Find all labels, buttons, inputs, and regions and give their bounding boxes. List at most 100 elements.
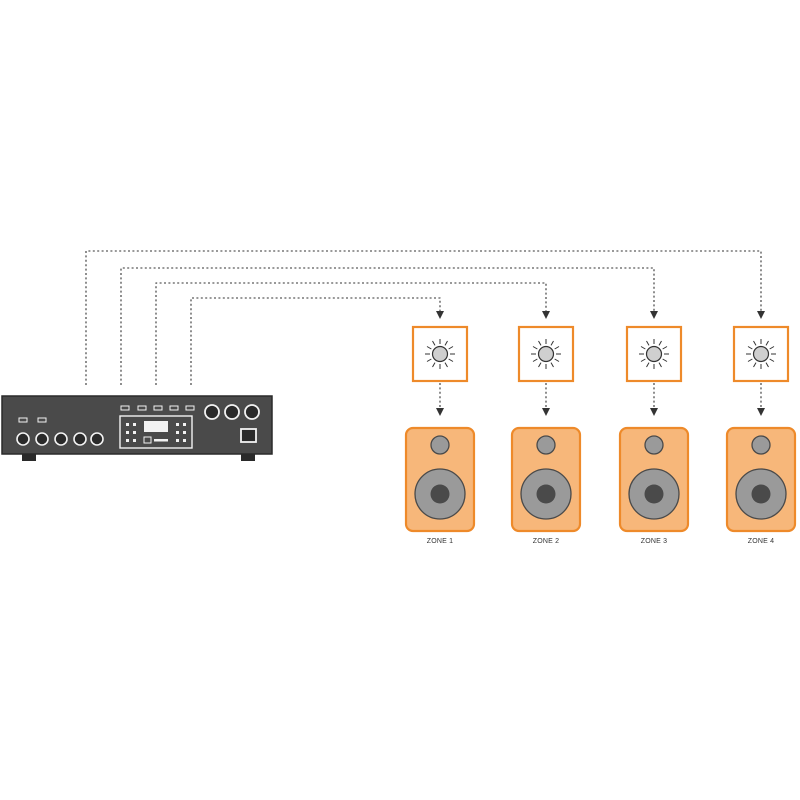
knob [73, 432, 87, 446]
light-sensor-icon [625, 325, 683, 383]
knob [204, 404, 220, 420]
wire-zone-3 [120, 267, 658, 385]
knob [54, 432, 68, 446]
wire-zone-4 [85, 250, 765, 385]
sensor-ray [448, 358, 454, 362]
zone-label: ZONE 2 [532, 538, 560, 545]
sensor-ray [753, 340, 757, 346]
light-sensor-icon [411, 325, 469, 383]
sensor-ray [747, 358, 753, 362]
master-knobs [204, 404, 260, 420]
zones [404, 325, 797, 533]
sensor-ray [640, 358, 646, 362]
sensor-ray [753, 362, 757, 368]
zone-button [137, 405, 147, 411]
sensor-ray [769, 346, 775, 350]
zone-3 [618, 325, 690, 533]
sensor-ray [765, 362, 769, 368]
zone-label: ZONE 4 [747, 538, 775, 545]
speaker-cabinet-icon [404, 426, 476, 533]
woofer-dust-cap [536, 484, 556, 504]
woofer-dust-cap [751, 484, 771, 504]
zone-button [153, 405, 163, 411]
sensor-ray [432, 340, 436, 346]
zone-4 [725, 325, 797, 533]
mixer-amplifier-icon [1, 395, 273, 461]
knob [16, 432, 30, 446]
sensor-ray [769, 358, 775, 362]
sensor-ray [426, 346, 432, 350]
media-button [183, 423, 186, 426]
zone-buttons [120, 405, 195, 411]
media-button [183, 439, 186, 442]
sensor-ray [765, 340, 769, 346]
sensor-ray [646, 340, 650, 346]
media-button [133, 439, 136, 442]
led-indicator [18, 417, 28, 423]
wire-zone-2 [155, 282, 550, 385]
sensor-ray [426, 358, 432, 362]
knob [35, 432, 49, 446]
sensor-ray [448, 346, 454, 350]
tweeter [644, 435, 664, 455]
sd-slot [154, 439, 168, 442]
zone-1 [404, 325, 476, 533]
sensor-ray [662, 346, 668, 350]
led-indicator [37, 417, 47, 423]
zone-button [169, 405, 179, 411]
amplifier-body [1, 395, 273, 455]
light-sensor-icon [732, 325, 790, 383]
sensor-bulb [752, 345, 770, 363]
zone-button [120, 405, 130, 411]
woofer-dust-cap [430, 484, 450, 504]
sensor-ray [550, 362, 554, 368]
media-button [126, 439, 129, 442]
knob [244, 404, 260, 420]
light-sensor-icon [517, 325, 575, 383]
media-button [176, 439, 179, 442]
sensor-ray [662, 358, 668, 362]
wires [85, 250, 765, 385]
zone-2 [510, 325, 582, 533]
sensor-bulb [537, 345, 555, 363]
media-player-panel [119, 415, 193, 449]
tweeter [536, 435, 556, 455]
speaker-cabinet-icon [725, 426, 797, 533]
media-button [133, 423, 136, 426]
usb-slot [143, 436, 152, 444]
sensor-ray [640, 346, 646, 350]
wire-zone-1 [190, 297, 444, 385]
media-button [133, 431, 136, 434]
sensor-ray [538, 340, 542, 346]
display-screen [144, 421, 168, 432]
sensor-ray [658, 362, 662, 368]
zone-label: ZONE 3 [640, 538, 668, 545]
amplifier-foot-right [241, 453, 255, 461]
media-button [183, 431, 186, 434]
knob [90, 432, 104, 446]
zone-button [185, 405, 195, 411]
power-switch [240, 428, 257, 443]
sensor-ray [432, 362, 436, 368]
woofer-dust-cap [644, 484, 664, 504]
sensor-bulb [645, 345, 663, 363]
knob [224, 404, 240, 420]
sensor-ray [538, 362, 542, 368]
input-knobs [16, 432, 104, 446]
sensor-bulb [431, 345, 449, 363]
tweeter [751, 435, 771, 455]
sensor-ray [646, 362, 650, 368]
media-button [126, 423, 129, 426]
media-button [176, 431, 179, 434]
media-panel-frame [119, 415, 193, 449]
tweeter [430, 435, 450, 455]
sensor-ray [554, 358, 560, 362]
sensor-ray [550, 340, 554, 346]
zone-label: ZONE 1 [426, 538, 454, 545]
speaker-cabinet-icon [510, 426, 582, 533]
amplifier-foot-left [22, 453, 36, 461]
sensor-ray [532, 346, 538, 350]
media-button [126, 431, 129, 434]
sensor-ray [444, 340, 448, 346]
